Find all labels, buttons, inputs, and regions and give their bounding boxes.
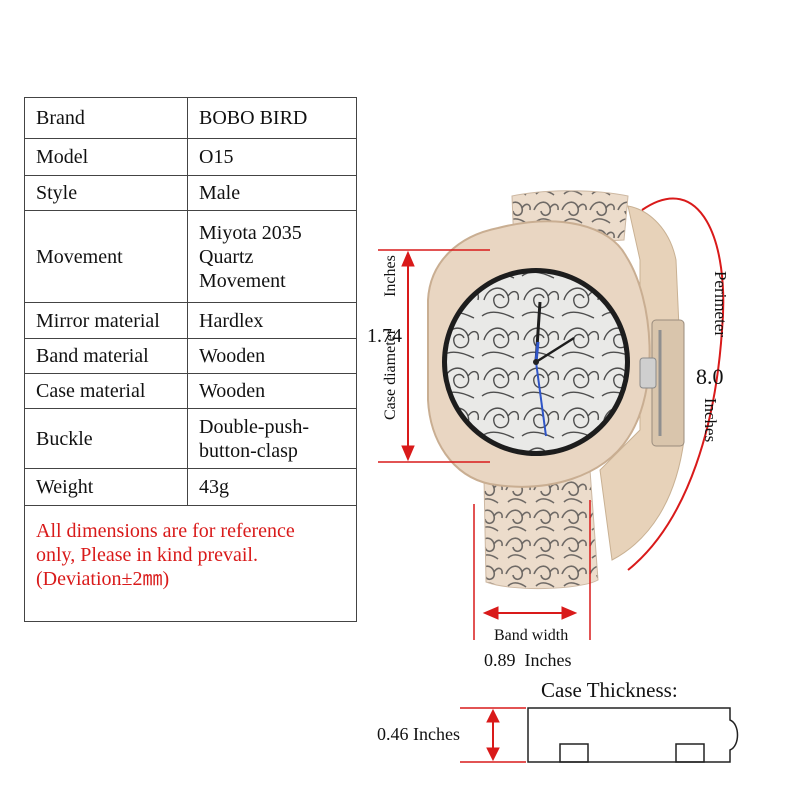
spec-key: Case material [24, 373, 188, 409]
perimeter-value: 8.0 [696, 364, 724, 389]
spec-value-line: Movement [199, 269, 286, 292]
spec-table: Brand BOBO BIRD Model O15 Style Male Mov… [24, 97, 357, 622]
spec-value: Miyota 2035 Quartz Movement [187, 210, 357, 303]
note-line: only, Please in kind prevail. [36, 544, 258, 566]
band-width-marker [473, 500, 591, 640]
spec-key: Brand [24, 97, 188, 139]
table-row: Mirror material Hardlex [24, 302, 357, 339]
note-line: All dimensions are for reference [36, 520, 295, 542]
table-row: Weight 43g [24, 468, 357, 506]
perimeter-label: Perimeter [711, 270, 730, 338]
spec-key: Movement [24, 210, 188, 303]
spec-value: 43g [187, 468, 357, 506]
spec-key: Buckle [24, 408, 188, 469]
spec-value-line: Double-push- [199, 415, 309, 438]
spec-value-line: Quartz [199, 245, 254, 268]
spec-value: Double-push- button-clasp [187, 408, 357, 469]
spec-key: Mirror material [24, 302, 188, 339]
table-row: Buckle Double-push- button-clasp [24, 408, 357, 469]
spec-value: BOBO BIRD [187, 97, 357, 139]
table-row: Case material Wooden [24, 373, 357, 409]
perimeter-unit: Inches [701, 397, 720, 443]
table-row: Style Male [24, 175, 357, 211]
strap-bottom [483, 469, 599, 590]
band-width-label: Band width [494, 627, 569, 644]
band-width-value: 0.89 Inches [484, 650, 572, 670]
perimeter-arc [627, 197, 725, 571]
minute-hand [535, 336, 575, 364]
case-thickness-value: 0.46 Inches [377, 724, 460, 744]
table-row: Movement Miyota 2035 Quartz Movement [24, 210, 357, 303]
second-hand [535, 361, 547, 437]
spec-value-line: Miyota 2035 [199, 221, 302, 244]
spec-value: O15 [187, 138, 357, 176]
spec-key: Weight [24, 468, 188, 506]
table-row: Brand BOBO BIRD [24, 97, 357, 139]
table-row: All dimensions are for reference only, P… [24, 505, 357, 622]
case-diameter-label: Case diameter Inches [382, 255, 399, 420]
spec-value-line: button-clasp [199, 439, 298, 462]
case-thickness-title: Case Thickness: [541, 678, 678, 702]
case-diameter-value: 1.74 [367, 325, 402, 347]
spec-value: Male [187, 175, 357, 211]
note-line: (Deviation±2㎜) [36, 568, 170, 590]
clasp [651, 319, 685, 447]
case-thickness-marker [460, 707, 526, 763]
table-row: Model O15 [24, 138, 357, 176]
spec-value: Wooden [187, 373, 357, 409]
reference-note: All dimensions are for reference only, P… [24, 505, 357, 622]
case-profile-icon [527, 707, 739, 763]
spec-value: Hardlex [187, 302, 357, 339]
case-diameter-marker [378, 249, 490, 463]
crown [639, 357, 657, 389]
